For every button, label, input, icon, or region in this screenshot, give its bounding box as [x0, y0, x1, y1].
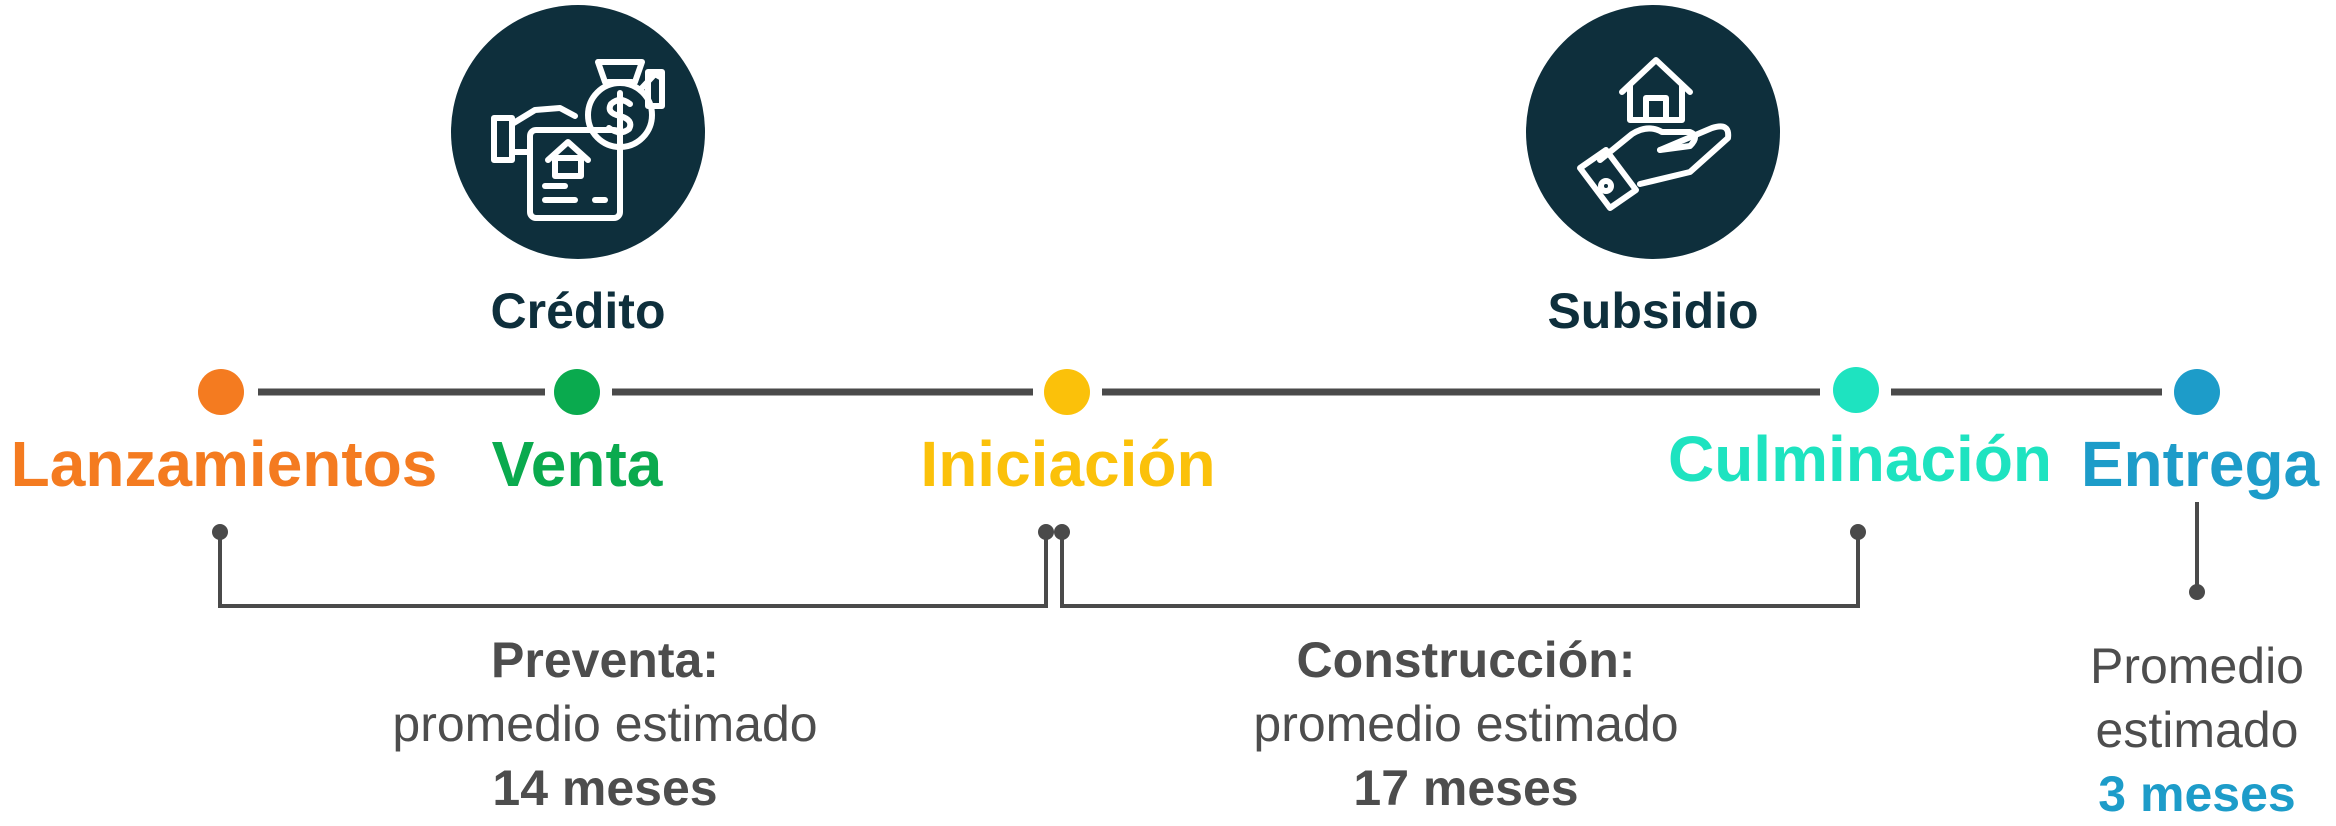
subsidio-label: Subsidio [1547, 283, 1759, 339]
construccion-title: Construcción: [1296, 632, 1636, 688]
entrega-pointer [2189, 502, 2205, 600]
preventa-block: Preventa: promedio estimado 14 meses [392, 628, 817, 820]
milestone-entrega: Entrega [2080, 428, 2320, 500]
construccion-line: promedio estimado [1253, 696, 1679, 752]
entrega-value: 3 meses [2098, 766, 2296, 822]
credito-label: Crédito [490, 283, 666, 339]
construccion-block: Construcción: promedio estimado 17 meses [1253, 628, 1678, 820]
dot-iniciacion [1044, 369, 1090, 415]
entrega-block: Promedio estimado 3 meses [2090, 634, 2304, 826]
dot-lanzamientos [198, 369, 244, 415]
dot-venta [554, 369, 600, 415]
house-money-credit-icon [451, 5, 705, 259]
entrega-line1: Promedio [2090, 638, 2304, 694]
preventa-line: promedio estimado [392, 696, 818, 752]
entrega-line2: estimado [2095, 702, 2299, 758]
preventa-title: Preventa: [491, 632, 719, 688]
hand-house-subsidy-icon [1526, 5, 1780, 259]
dot-entrega [2174, 369, 2220, 415]
milestone-iniciacion: Iniciación [920, 428, 1216, 500]
construccion-bracket [1060, 532, 1860, 608]
construccion-value: 17 meses [1353, 760, 1579, 816]
preventa-bracket [218, 532, 1048, 608]
milestone-lanzamientos: Lanzamientos [10, 428, 438, 500]
dot-culminacion [1833, 367, 1879, 413]
preventa-value: 14 meses [492, 760, 718, 816]
milestone-culminacion: Culminación [1667, 423, 2053, 495]
milestone-venta: Venta [491, 428, 663, 500]
